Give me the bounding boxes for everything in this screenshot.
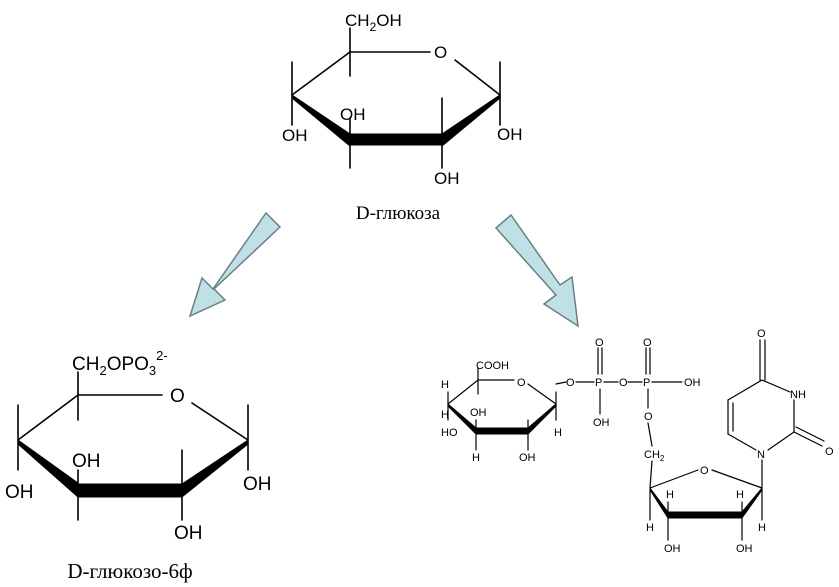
- glucose-caption: D-глюкоза: [356, 203, 441, 224]
- uracil-bond-c4n3: [761, 379, 791, 393]
- udp-link-oxygen-1: O: [566, 377, 575, 389]
- glucose-bond-c5c4: [291, 51, 351, 96]
- udp-h-c3: H: [472, 452, 480, 464]
- uracil-c2-oxo-b: [795, 426, 825, 442]
- udp-h-c1: H: [554, 427, 562, 439]
- ribose-h4: H: [646, 522, 654, 534]
- ribose-bond-oc1: [711, 469, 763, 489]
- glucose-ring-oxygen: O: [434, 43, 447, 62]
- arrow-to-glucose-6-phosphate: [188, 211, 282, 318]
- uracil-o2: O: [825, 446, 834, 458]
- g6p-phosphate-label: CH2OPO32-: [72, 348, 168, 378]
- udp-ring-oxygen: O: [517, 377, 526, 389]
- g6p-bond-oc1: [191, 402, 249, 441]
- udp-oh-c2: OH: [519, 452, 536, 464]
- udp-oh-c3: OH: [470, 407, 487, 419]
- g6p-oh-c4: OH: [5, 482, 34, 503]
- glucose-structure: CH2OH O OH OH OH OH D-глюкоза: [282, 11, 523, 224]
- ribose-h1: H: [758, 522, 766, 534]
- uracil-bond-c2n1: [767, 431, 795, 451]
- udp-o-ch2-bond: [647, 422, 653, 447]
- udp-h-c4: H: [441, 409, 449, 421]
- udp-o1-bond: [555, 381, 567, 385]
- arrow-to-udp-glucuronic-acid: [494, 213, 579, 328]
- udp-ch2-label: CH2: [644, 449, 665, 463]
- g6p-oh-c3: OH: [72, 451, 101, 472]
- udp-ho-c4: HO: [441, 427, 458, 439]
- udp-ring-wedge-right: [527, 402, 557, 436]
- ribose-wedge-front: [667, 511, 743, 519]
- uracil-bond-c5c4: [727, 379, 763, 401]
- ribose-oh2: OH: [736, 543, 753, 555]
- udp-p1-oh: OH: [593, 417, 610, 429]
- ribose-oh3: OH: [664, 543, 681, 555]
- udp-h-c5: H: [441, 379, 449, 391]
- ribose-wedge-right: [741, 486, 763, 520]
- glucose-oh-c2: OH: [434, 169, 460, 188]
- udp-cooh-label: COOH: [476, 360, 509, 372]
- g6p-oh-c1: OH: [243, 474, 272, 495]
- g6p-wedge-front: [77, 483, 183, 498]
- g6p-ring-oxygen: O: [170, 386, 185, 407]
- g6p-structure: CH2OPO32- O OH OH OH OH D-глюкозо-6ф: [5, 348, 272, 583]
- udp-ch2-c4-bond: [649, 460, 653, 489]
- glucose-bond-oc1: [454, 59, 501, 96]
- uracil-nh: NH: [790, 389, 806, 401]
- udp-ring-bond-3: [527, 383, 557, 405]
- udp-ring-bond-1: [447, 379, 479, 405]
- ribose-h3: H: [666, 489, 674, 501]
- g6p-bond-c5c4: [17, 394, 79, 441]
- udp-link-oxygen-2: O: [619, 377, 628, 389]
- ribose-ring-oxygen: O: [700, 465, 709, 477]
- udp-p2-oh: OH: [684, 377, 701, 389]
- uracil-o4: O: [757, 328, 766, 340]
- uracil-n1: N: [757, 449, 765, 461]
- uracil-bond-n1c6: [727, 433, 757, 451]
- glucose-oh-c4: OH: [282, 126, 308, 145]
- udp-p2-ester-oxygen: O: [644, 411, 653, 423]
- g6p-wedge-right: [181, 439, 249, 499]
- ribose-h2: H: [736, 489, 744, 501]
- g6p-caption: D-глюкозо-6ф: [67, 559, 192, 583]
- glucose-oh-c3: OH: [340, 105, 366, 124]
- ribose-bond-c4o: [649, 469, 699, 489]
- udp-p1-oxo: O: [595, 337, 604, 349]
- glucose-ch2oh-label: CH2OH: [345, 11, 402, 34]
- udp-glucuronate-structure: COOH O H H HO OH H OH H O P O OH O P O O…: [441, 328, 834, 555]
- glucose-wedge-right: [441, 94, 501, 148]
- glucose-wedge-front: [349, 133, 443, 146]
- uracil-c2-oxo-a: [793, 431, 823, 447]
- g6p-oh-c2: OH: [174, 523, 203, 544]
- glucose-oh-c1: OH: [497, 125, 523, 144]
- udp-phosphorus-1: P: [595, 377, 602, 389]
- udp-p2-oxo: O: [643, 337, 652, 349]
- udp-phosphorus-2: P: [643, 377, 650, 389]
- udp-ring-wedge-front: [475, 427, 529, 435]
